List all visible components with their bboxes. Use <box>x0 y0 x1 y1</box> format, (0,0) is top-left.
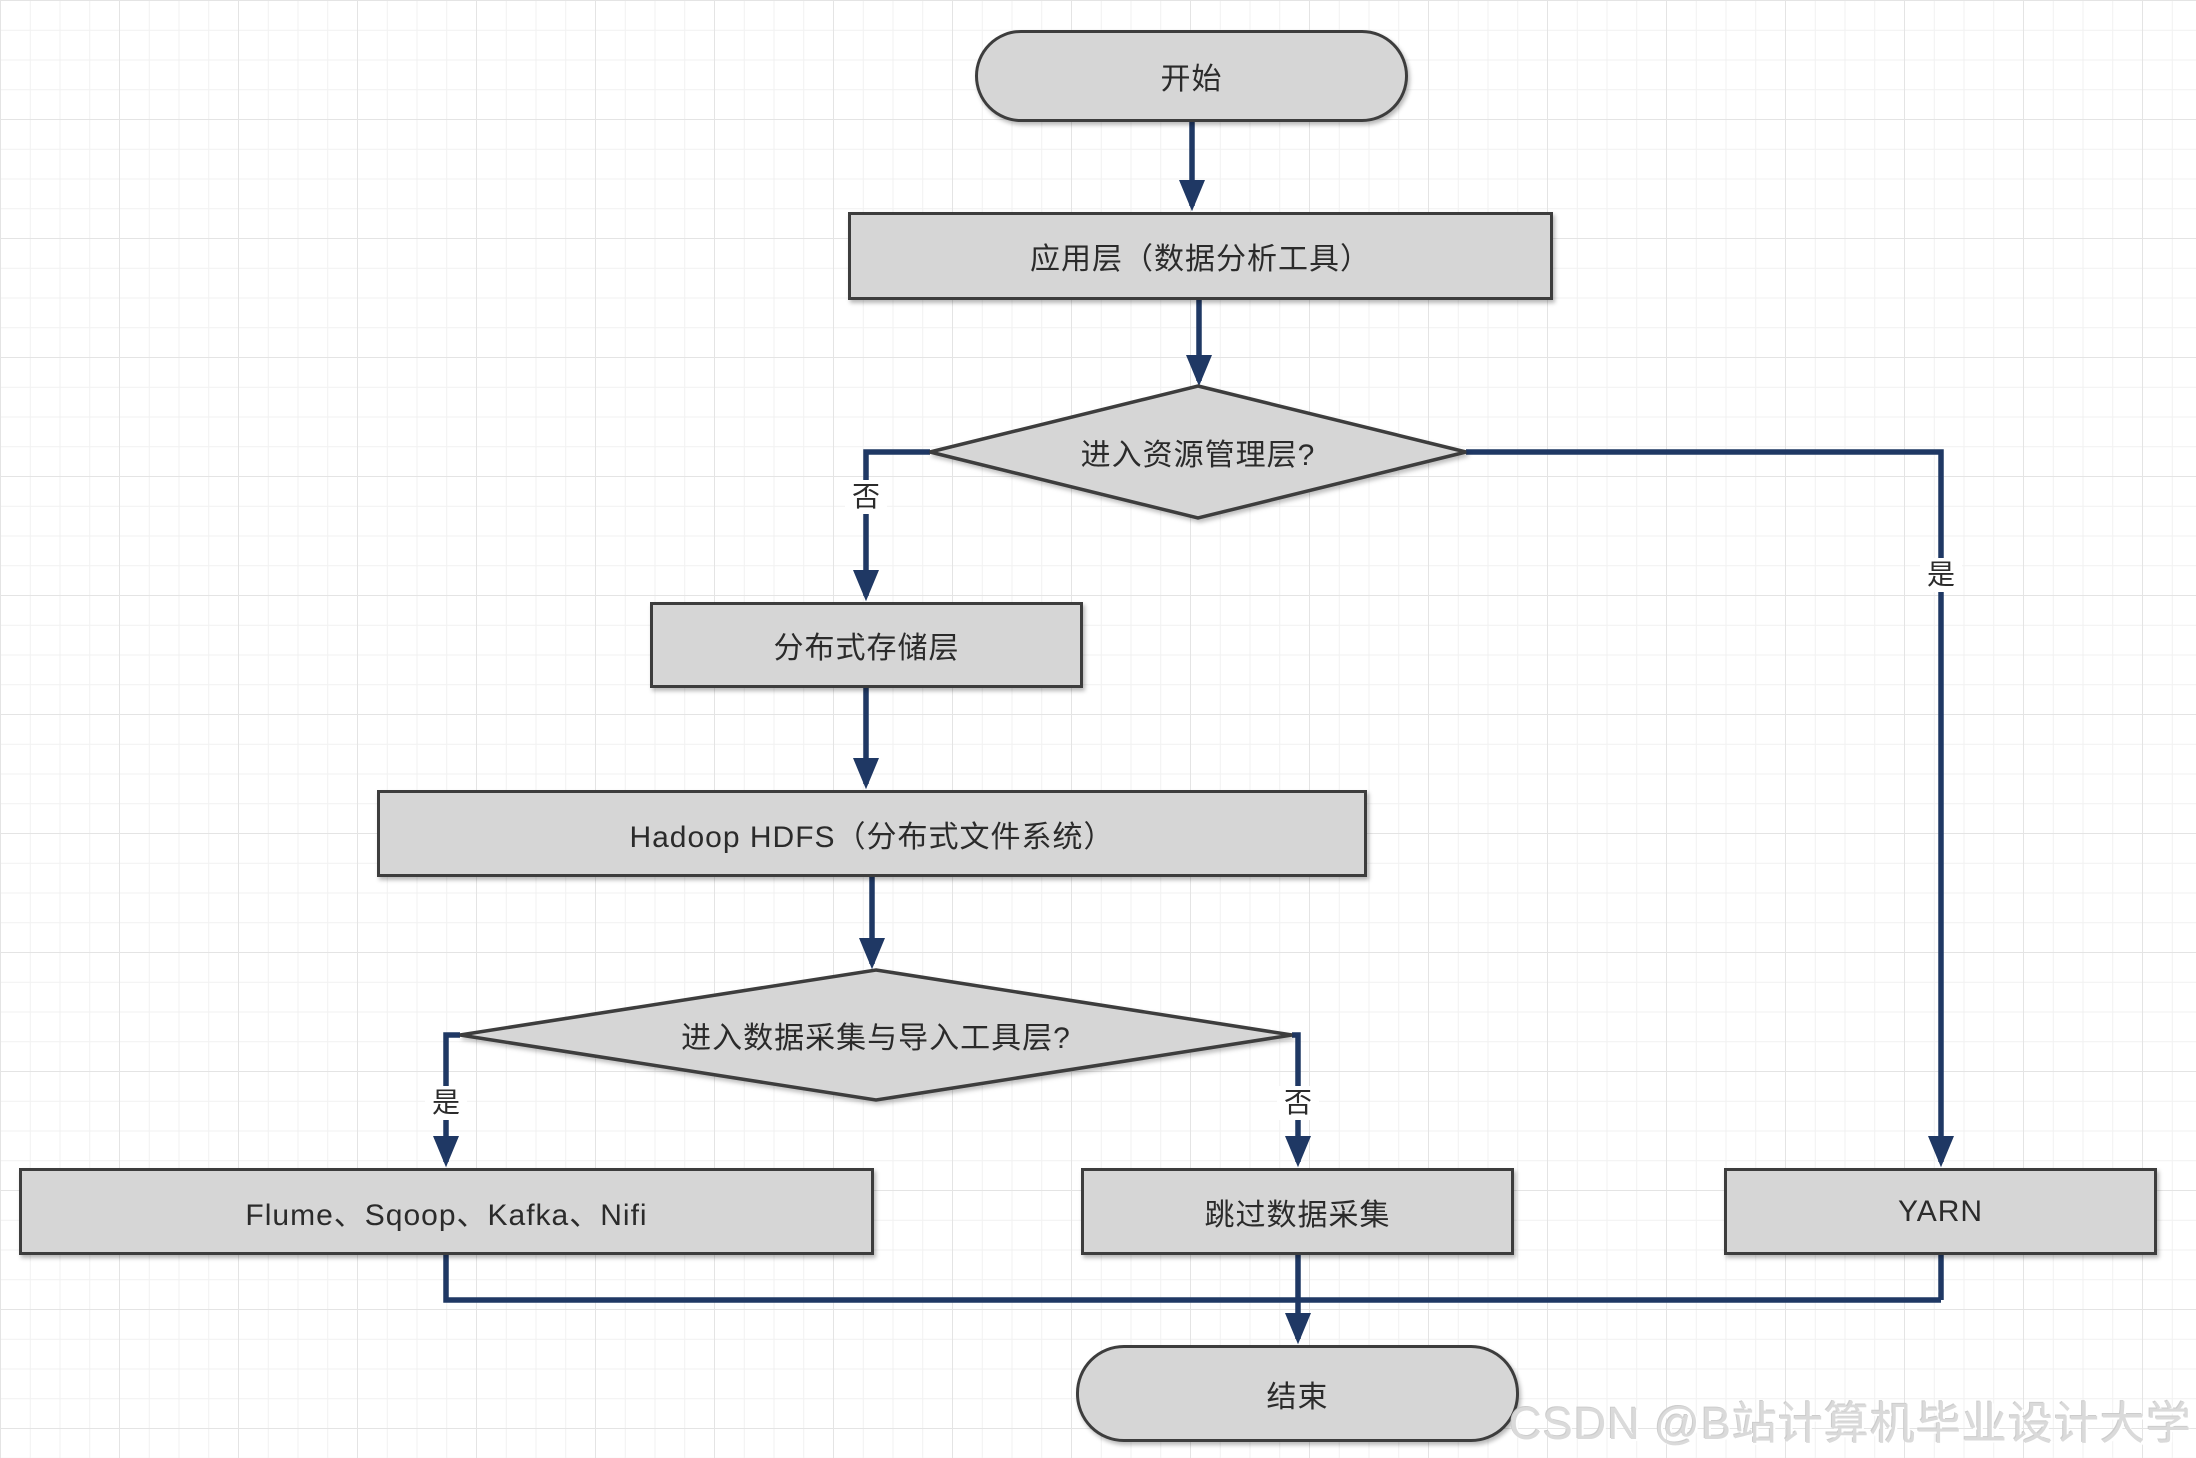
edge-label-ingest-yes: 是 <box>424 1086 468 1120</box>
edge-label-resource-yes: 是 <box>1919 558 1963 592</box>
node-yarn: YARN <box>1724 1168 2157 1255</box>
edge-decision-resource-no-to-storage <box>853 449 930 602</box>
node-storage-layer: 分布式存储层 <box>650 602 1083 688</box>
node-hdfs: Hadoop HDFS（分布式文件系统） <box>377 790 1367 877</box>
decision-resource-shape <box>929 384 1467 520</box>
watermark-text: CSDN @B站计算机毕业设计大学 <box>1509 1398 2192 1449</box>
edge-label-ingest-no: 否 <box>1276 1086 1320 1120</box>
node-skip-ingest: 跳过数据采集 <box>1081 1168 1514 1255</box>
node-ingest-tools: Flume、Sqoop、Kafka、Nifi <box>19 1168 874 1255</box>
node-start: 开始 <box>975 30 1408 122</box>
edge-decision-resource-yes-to-yarn <box>1466 449 1954 1168</box>
node-app-layer: 应用层（数据分析工具） <box>848 212 1553 300</box>
decision-ingest-shape <box>459 968 1293 1102</box>
node-end: 结束 <box>1076 1345 1519 1442</box>
edge-ingest-tools-to-merge <box>443 1255 1941 1303</box>
edge-label-resource-no: 否 <box>844 480 888 514</box>
